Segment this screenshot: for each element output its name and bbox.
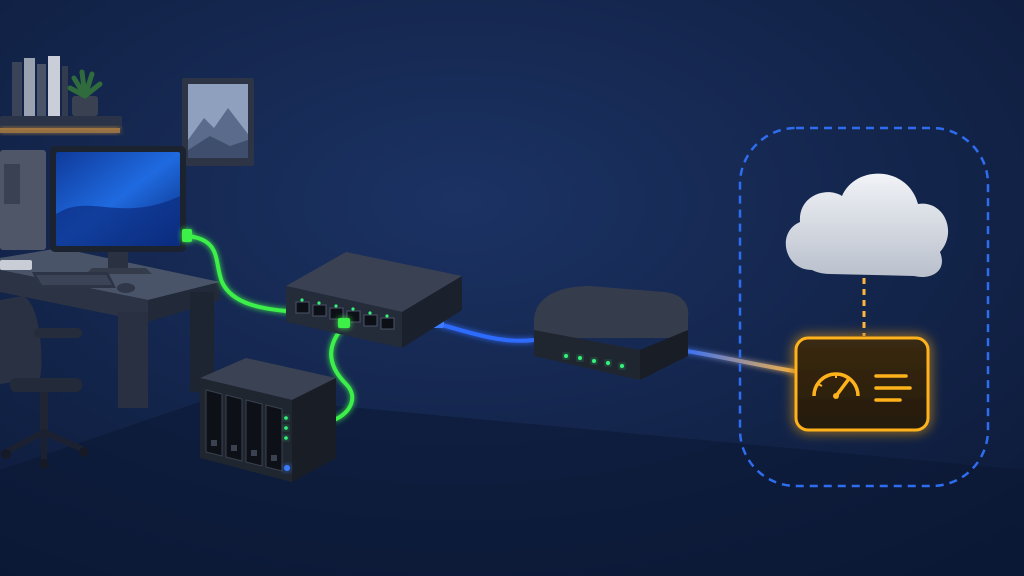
office-chair bbox=[0, 296, 89, 469]
cable-switch-to-nas bbox=[329, 324, 355, 422]
mouse-icon bbox=[117, 283, 135, 293]
nas-drive-bays bbox=[205, 389, 283, 472]
switch-ports bbox=[295, 298, 395, 330]
wall-shelf bbox=[0, 56, 122, 133]
nas-icon bbox=[200, 358, 336, 482]
router-icon bbox=[534, 286, 689, 380]
book-icon bbox=[37, 64, 46, 116]
keyboard-icon bbox=[32, 272, 116, 288]
speedometer-panel bbox=[794, 336, 930, 432]
book-icon bbox=[12, 62, 22, 116]
book-icon bbox=[24, 58, 35, 116]
text-lines-icon bbox=[874, 374, 912, 402]
picture-frame bbox=[182, 78, 254, 166]
monitor-icon bbox=[50, 146, 186, 274]
plant-icon bbox=[67, 69, 103, 116]
switch-icon bbox=[286, 252, 462, 348]
desktop-tower bbox=[0, 150, 46, 250]
cable-desktop-to-switch bbox=[182, 229, 301, 314]
rj45-connector-icon bbox=[338, 318, 350, 328]
rj45-connector-icon bbox=[182, 229, 192, 242]
speedometer-icon bbox=[812, 372, 860, 399]
cloud-icon bbox=[785, 173, 949, 277]
book-icon bbox=[62, 66, 68, 116]
notepad-icon bbox=[0, 260, 32, 270]
power-led-icon bbox=[284, 465, 290, 471]
book-icon bbox=[48, 56, 60, 116]
